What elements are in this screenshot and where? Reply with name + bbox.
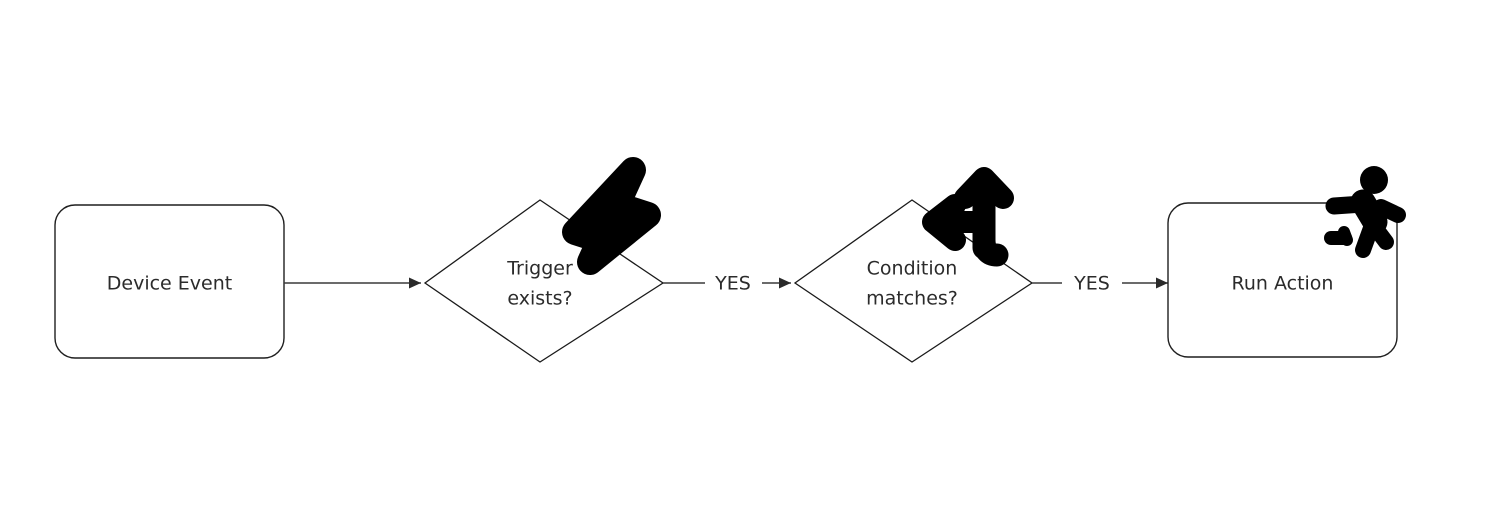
run-action-label: Run Action: [1232, 273, 1334, 295]
trigger-exists-label-line1: Trigger: [506, 258, 573, 280]
edge-condition-to-run-action: YES: [1032, 273, 1168, 295]
edge-2-label: YES: [714, 273, 751, 295]
condition-matches-label-line1: Condition: [867, 258, 958, 280]
trigger-exists-shape[interactable]: [423, 199, 665, 363]
edge-trigger-to-condition: YES: [663, 273, 791, 295]
node-condition-matches[interactable]: Condition matches?: [793, 167, 1034, 363]
branch-arrows-icon: [922, 167, 1014, 267]
running-person-icon: [1324, 166, 1406, 258]
device-event-label: Device Event: [107, 273, 232, 295]
edge-device-event-to-trigger: [284, 277, 421, 289]
lightning-bolt-icon: [562, 157, 661, 275]
condition-matches-shape[interactable]: [793, 199, 1034, 363]
node-device-event[interactable]: Device Event: [54, 204, 285, 359]
trigger-exists-label-line2: exists?: [507, 288, 572, 310]
edge-3-label: YES: [1073, 273, 1110, 295]
edge-3-arrowhead: [1156, 277, 1168, 289]
condition-matches-label-line2: matches?: [866, 288, 958, 310]
edge-2-arrowhead: [779, 277, 791, 289]
node-run-action[interactable]: Run Action: [1167, 166, 1406, 358]
edge-1-arrowhead: [409, 277, 421, 289]
device-event-shape[interactable]: [54, 204, 285, 359]
node-trigger-exists[interactable]: Trigger exists?: [423, 157, 665, 363]
